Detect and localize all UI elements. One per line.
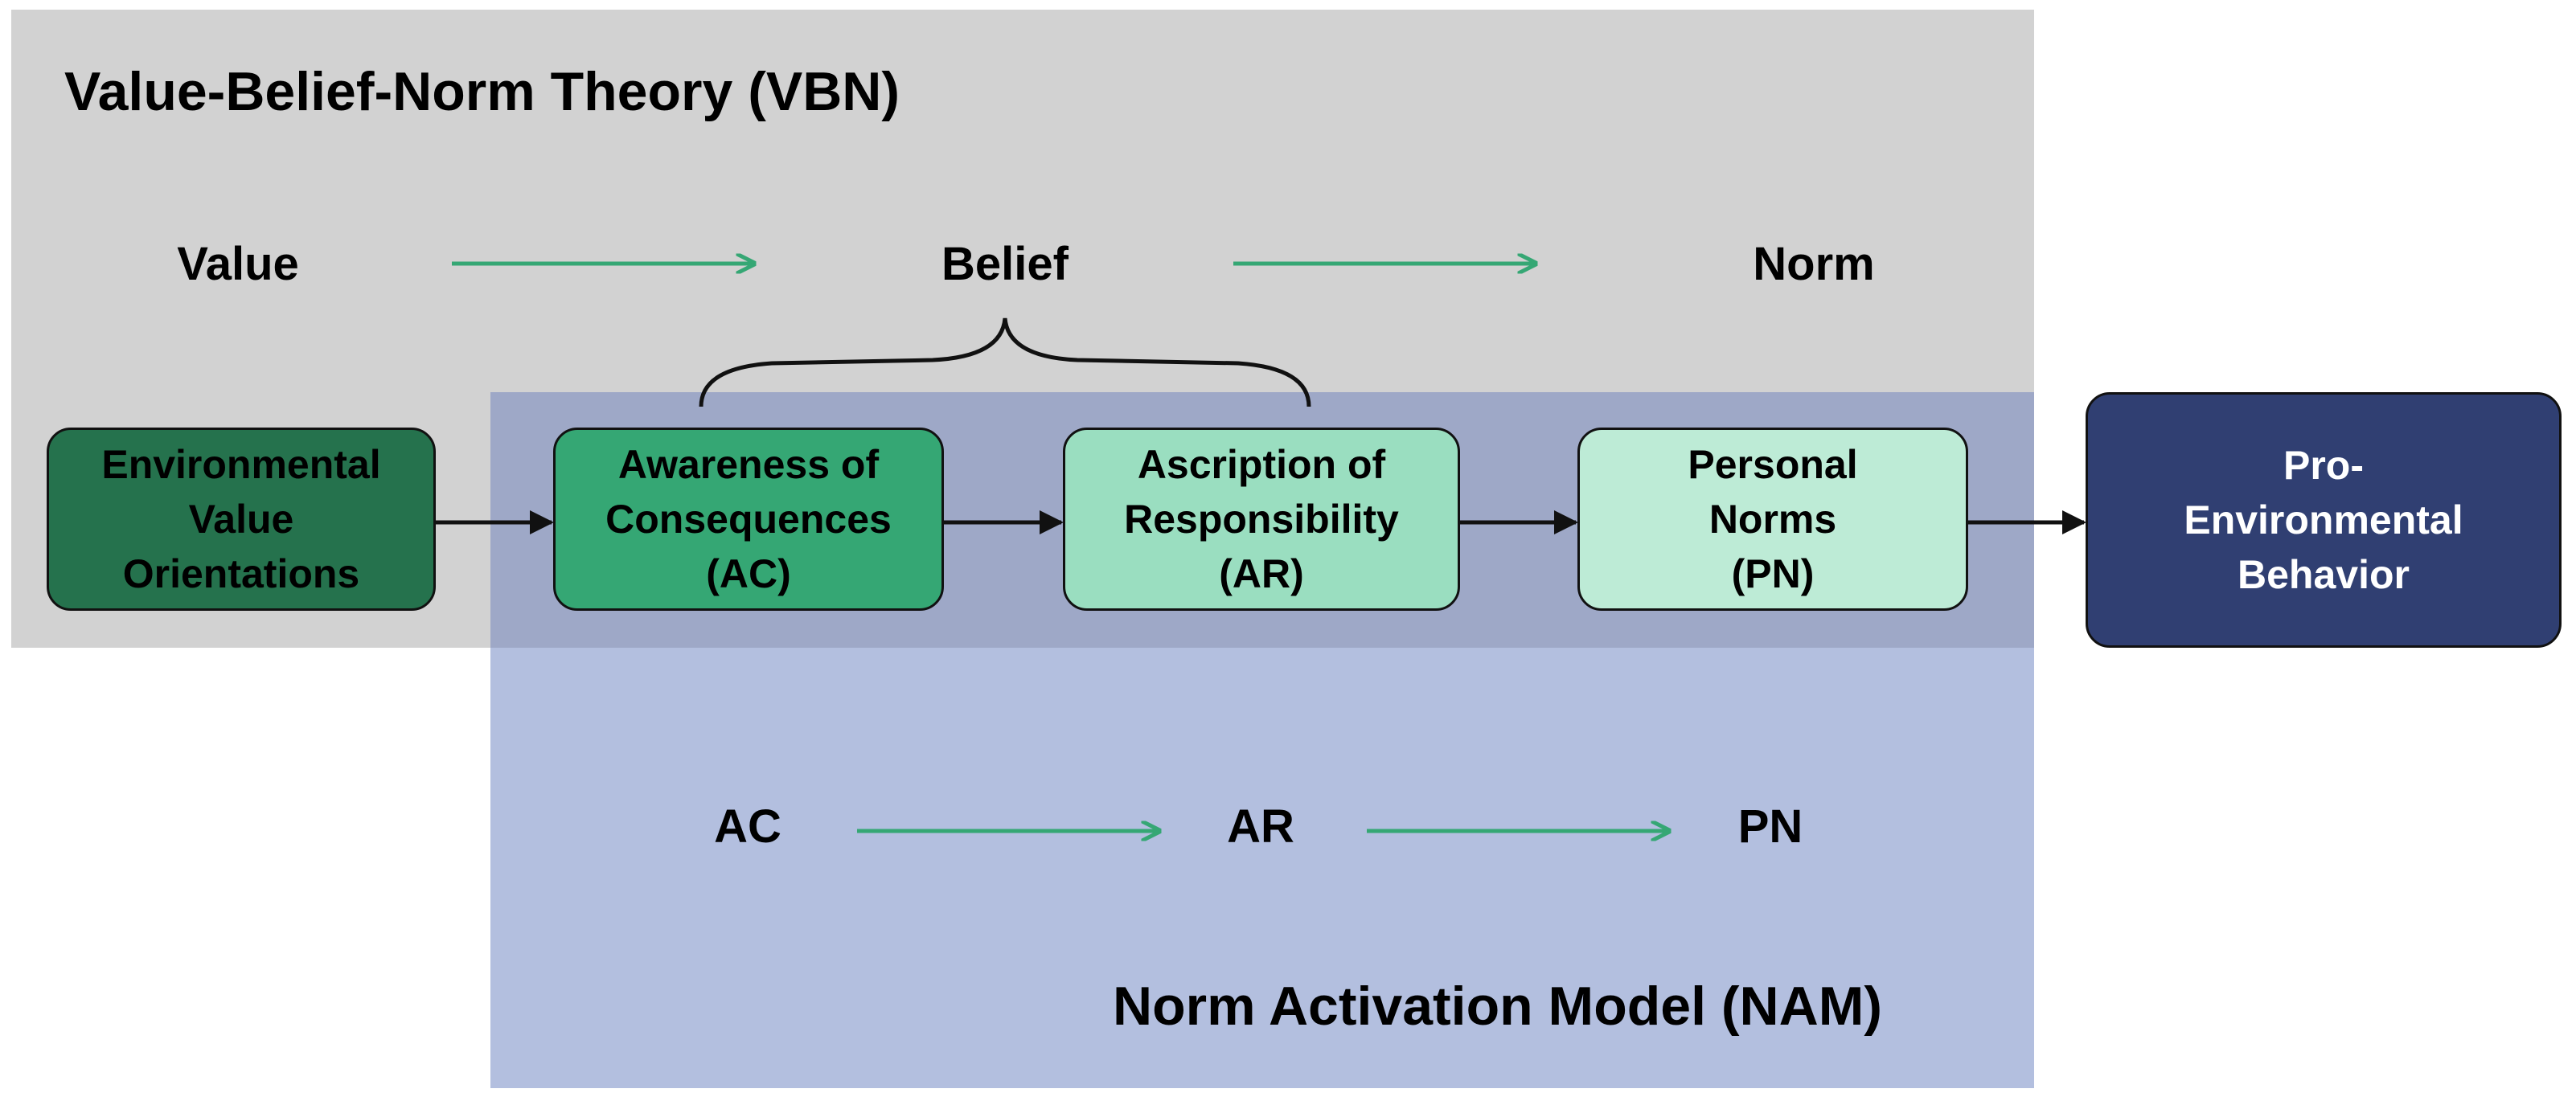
box-line: Orientations	[122, 551, 360, 596]
nam-stage-ar: AR	[1227, 800, 1294, 853]
box-line: Pro-	[2283, 443, 2364, 488]
environmental-value-orientations-box: Environmental Value Orientations	[47, 428, 436, 611]
box-line: Environmental	[101, 442, 381, 487]
nam-stage-pn: PN	[1737, 800, 1803, 853]
awareness-of-consequences-box: Awareness of Consequences (AC)	[553, 428, 944, 611]
box-line: Behavior	[2238, 552, 2410, 597]
box-line: (AR)	[1219, 551, 1304, 596]
ascription-of-responsibility-box: Ascription of Responsibility (AR)	[1063, 428, 1460, 611]
box-line: Personal	[1688, 442, 1858, 487]
box-line: Ascription of	[1137, 442, 1386, 487]
box-line: Norms	[1708, 497, 1837, 542]
nam-stage-ac: AC	[714, 800, 781, 853]
box-line: Awareness of	[617, 442, 880, 487]
vbn-stage-value: Value	[177, 238, 299, 290]
box-line: (PN)	[1731, 551, 1815, 596]
vbn-stage-belief: Belief	[941, 238, 1069, 290]
box-line: (AC)	[706, 551, 791, 596]
vbn-stage-norm: Norm	[1753, 238, 1875, 290]
personal-norms-box: Personal Norms (PN)	[1577, 428, 1968, 611]
pro-environmental-behavior-box: Pro- Environmental Behavior	[2086, 392, 2562, 648]
box-line: Responsibility	[1124, 497, 1399, 542]
box-line: Environmental	[2184, 497, 2463, 542]
box-line: Consequences	[605, 497, 892, 542]
nam-title: Norm Activation Model (NAM)	[1113, 976, 1883, 1037]
vbn-title: Value-Belief-Norm Theory (VBN)	[64, 61, 900, 122]
box-line: Value	[188, 497, 294, 542]
